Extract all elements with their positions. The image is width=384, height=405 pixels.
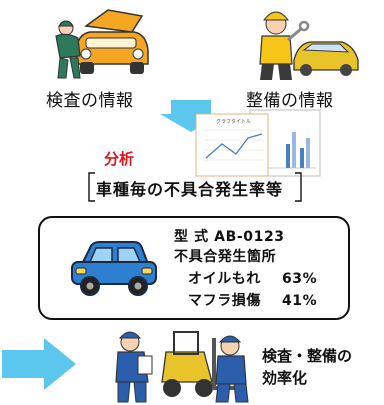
maintenance-illustration xyxy=(259,11,359,80)
right-bracket xyxy=(295,172,302,202)
model-line: 型 式 AB-0123 xyxy=(174,229,285,245)
maintenance-label: 整備の情報 xyxy=(246,91,334,111)
failure-item-muffler-damage: マフラ損傷 41% xyxy=(188,290,317,310)
inspection-illustration xyxy=(55,9,149,79)
result-line-1: 検査・整備の xyxy=(262,347,353,365)
mechanics-forklift-illustration xyxy=(115,331,249,403)
mini-chart-title: グラフタイトル xyxy=(216,118,251,125)
right-arrow-icon xyxy=(2,338,76,390)
failure-item-percent: 41% xyxy=(281,293,318,309)
failure-item-oil-leak: オイルもれ 63% xyxy=(188,268,317,288)
failure-item-percent: 63% xyxy=(281,271,318,287)
failure-location-title: 不具合発生箇所 xyxy=(174,249,277,265)
failure-item-name: マフラ損傷 xyxy=(188,293,261,309)
mini-chart-thumbnail: グラフタイトル xyxy=(195,109,321,177)
result-line-2: 効率化 xyxy=(262,369,308,387)
analysis-label: 分析 xyxy=(104,150,135,168)
failure-item-name: オイルもれ xyxy=(188,271,261,287)
left-bracket xyxy=(88,172,95,202)
failure-rate-text: 車種毎の不具合発生率等 xyxy=(96,180,284,199)
inspection-label: 検査の情報 xyxy=(46,91,134,111)
blue-car-icon xyxy=(71,241,157,296)
